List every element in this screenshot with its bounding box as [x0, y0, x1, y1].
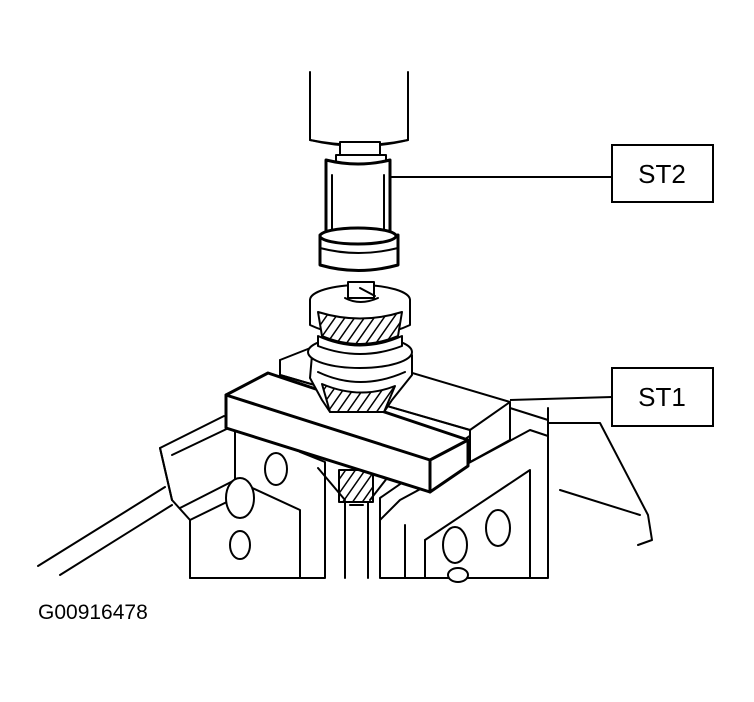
st1-label: ST1 [638, 382, 686, 412]
callout-st1: ST1 [509, 367, 714, 427]
st1-label-box [611, 367, 714, 427]
st2-label: ST2 [638, 159, 686, 189]
callout-st2: ST2 [390, 144, 714, 203]
st2-press-tool [309, 71, 409, 272]
st2-label-box [611, 144, 714, 203]
st1-leader-line [509, 396, 613, 401]
vise-base [37, 407, 653, 583]
gear-assembly [307, 281, 413, 413]
figure-id: G00916478 [38, 601, 148, 624]
